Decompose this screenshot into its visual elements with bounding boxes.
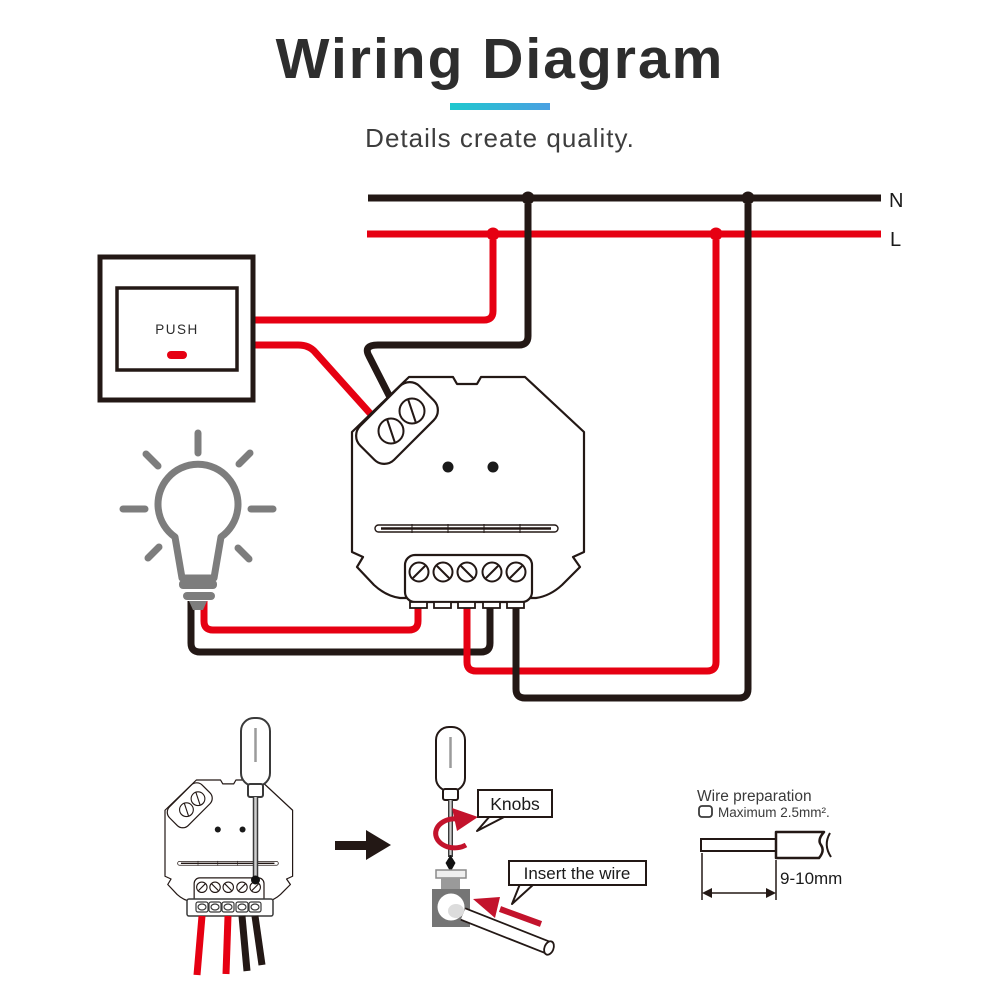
bulb-rays (119, 429, 277, 563)
small-module-wires (193, 915, 266, 976)
dimension-arrowhead-left (702, 888, 712, 898)
small-wire-live-2 (222, 915, 232, 975)
wire-strip-diagram (700, 830, 832, 860)
supply-lines (367, 194, 881, 238)
junction-dots (486, 191, 755, 241)
rotation-arrow-icon (433, 808, 478, 851)
insert-callout-box (508, 860, 647, 886)
light-bulb-icon (119, 429, 277, 610)
terminal-block-illustration (432, 869, 470, 927)
knobs-callout-tail (476, 815, 507, 832)
wire-preparation-title: Wire preparation (697, 788, 812, 805)
page-title: Wiring Diagram (275, 27, 725, 91)
wiring-diagram-svg: N L PUSH (97, 190, 903, 976)
bulb-base-tip (189, 601, 207, 610)
relay-module (350, 375, 586, 609)
bulb-glass (154, 460, 242, 582)
knobs-callout-box (477, 789, 553, 818)
dimension-arrowhead-right (766, 888, 776, 898)
module-dot-left (442, 461, 454, 473)
module-neutral-return-wire (512, 204, 752, 702)
terminal-tabs (409, 601, 525, 609)
switch-indicator (167, 351, 187, 359)
header: Wiring Diagram Details create quality. (0, 0, 1000, 160)
checkbox-icon (698, 805, 713, 818)
push-switch: PUSH (97, 254, 256, 403)
junction-dot-live-2 (709, 227, 723, 241)
screwdriver-tip-2 (445, 855, 456, 872)
module-dot-right (487, 461, 499, 473)
small-wire-live-1 (193, 915, 206, 976)
bulb-neutral-wire (187, 601, 494, 656)
live-wire-switch-to-module (253, 341, 388, 433)
right-arrow-icon (335, 830, 391, 860)
bulb-base-bar-1 (179, 580, 217, 589)
insert-wire-callout: Insert the wire (508, 860, 647, 905)
small-wire-neutral-2 (251, 915, 266, 966)
small-wire-neutral-1 (238, 915, 251, 972)
strip-length-label: 9-10mm (780, 869, 842, 888)
junction-dot-live-1 (486, 227, 500, 241)
terminal-screws (408, 561, 527, 583)
wire-preparation: Wire preparation Maximum 2.5mm². 9-10mm (697, 788, 842, 900)
module-slot-ticks (411, 524, 521, 533)
insert-callout-tail (511, 883, 535, 905)
neutral-wire-to-module (363, 204, 532, 415)
insert-arrow-icon (473, 897, 543, 927)
max-section-label: Maximum 2.5mm². (718, 805, 830, 820)
knobs-callout: Knobs (476, 789, 553, 832)
small-module-front-terminals (195, 901, 262, 913)
step-1-module (163, 717, 294, 976)
bulb-live-wire (200, 601, 422, 634)
page-subtitle: Details create quality. (365, 123, 635, 153)
live-wire-to-switch (253, 240, 497, 324)
insulation (774, 830, 826, 860)
junction-dot-neutral-2 (741, 191, 755, 205)
screwdriver-tip (251, 875, 260, 885)
junction-dot-neutral-1 (521, 191, 535, 205)
dimension-arrow (701, 853, 777, 900)
neutral-label: N (889, 190, 903, 212)
live-label: L (890, 229, 901, 251)
insulation-break-line (825, 832, 832, 858)
switch-label: PUSH (155, 322, 199, 337)
wire-tube (460, 907, 555, 956)
screwdriver-collar (247, 783, 264, 798)
module-live-return-wire (463, 240, 720, 675)
insert-wire-label: Insert the wire (524, 864, 631, 883)
top-terminal-screws (377, 397, 426, 445)
bare-conductor (700, 838, 777, 852)
knobs-label: Knobs (490, 794, 540, 814)
screwdriver-icon-2 (435, 726, 466, 872)
screwdriver-icon (240, 717, 271, 885)
bulb-base-bar-2 (183, 592, 215, 600)
wire-end-in-hole (448, 904, 464, 918)
title-underline (450, 103, 550, 110)
wires (187, 204, 752, 702)
step-2: Knobs Insert the wire (432, 726, 647, 956)
